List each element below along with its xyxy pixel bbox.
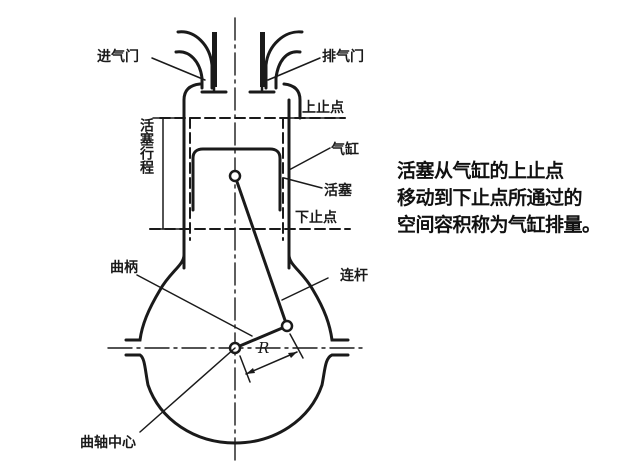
crankshaft-center-leader xyxy=(139,347,236,433)
svg-text:活塞行程: 活塞行程 xyxy=(138,117,155,175)
piston-leader xyxy=(283,177,323,189)
description-line-3: 空间容积称为气缸排量。 xyxy=(397,214,601,236)
exhaust-valve-label: 排气门 xyxy=(322,48,364,65)
radius-label: R xyxy=(257,339,269,357)
connecting-rod-label: 连杆 xyxy=(340,267,368,284)
crankcase-lower xyxy=(124,353,350,445)
piston-label: 活塞 xyxy=(324,182,353,199)
crankcase-upper-right xyxy=(287,238,350,342)
crank-arm xyxy=(233,324,289,350)
description-line-2: 移动到下止点所通过的 xyxy=(397,187,583,209)
piston-stroke-label: 活塞行程 xyxy=(138,117,155,175)
bdc-label: 下止点 xyxy=(295,209,337,226)
crank-label: 曲柄 xyxy=(110,259,138,276)
crankshaft-center-label: 曲轴中心 xyxy=(80,434,136,451)
exhaust-valve-stem xyxy=(260,32,265,87)
connecting-rod xyxy=(233,174,289,328)
crank-pin xyxy=(280,319,294,333)
connecting-rod-leader xyxy=(281,277,329,301)
exhaust-port-upper xyxy=(264,30,304,90)
crankcase-upper-left xyxy=(124,238,186,342)
exhaust-valve-leader xyxy=(267,57,321,81)
cylinder-label: 气缸 xyxy=(330,141,359,158)
piston-tdc-dashed xyxy=(189,117,284,241)
displacement-description: 活塞从气缸的上止点 移动到下止点所通过的 空间容积称为气缸排量。 xyxy=(397,158,617,239)
radius-dimension-line xyxy=(245,351,298,375)
intake-valve-stem xyxy=(212,32,217,87)
exhaust-port-lower xyxy=(274,50,302,90)
crank-leader xyxy=(136,274,253,337)
tdc-label: 上止点 xyxy=(302,99,344,116)
intake-valve-leader xyxy=(151,57,206,81)
intake-port-upper xyxy=(176,30,214,90)
piston-body xyxy=(191,147,282,212)
intake-valve-label: 进气门 xyxy=(97,48,139,65)
piston-pin xyxy=(228,169,242,183)
cylinder-leader xyxy=(288,147,331,171)
description-line-1: 活塞从气缸的上止点 xyxy=(397,160,564,182)
